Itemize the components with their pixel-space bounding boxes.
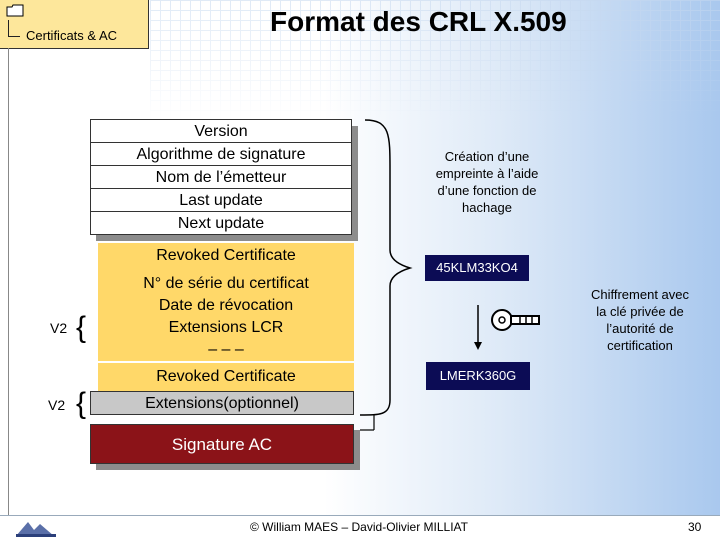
revoked-certificate-2: Revoked Certificate xyxy=(98,363,354,391)
revoked-serial: N° de série du certificat xyxy=(143,275,309,292)
section-corner: Certificats & AC xyxy=(0,0,149,49)
page-title: Format des CRL X.509 xyxy=(270,6,567,37)
v2-bracket-2: { xyxy=(76,387,87,420)
revoked-extensions: Extensions LCR xyxy=(168,319,284,336)
field-signature-algorithm: Algorithme de signature xyxy=(90,142,352,166)
page-number: 30 xyxy=(688,520,702,534)
revoked-more: – – – xyxy=(208,341,244,358)
cipher-value-box: LMERK360G xyxy=(426,362,530,390)
hash-description: Création d’une empreinte à l’aide d’une … xyxy=(435,149,539,215)
v2-bracket-1: { xyxy=(76,311,87,344)
cipher-description: Chiffrement avec la clé privée de l’auto… xyxy=(590,287,690,353)
field-version: Version xyxy=(90,119,352,143)
crl-extensions-box: Extensions(optionnel) xyxy=(90,391,354,415)
v2-label-1: V2 xyxy=(50,320,68,336)
flow-diagram xyxy=(359,119,482,431)
folder-icon xyxy=(6,4,24,17)
field-next-update: Next update xyxy=(90,211,352,235)
section-label: Certificats & AC xyxy=(26,28,118,43)
footer-author: © William MAES – David-Olivier MILLIAT xyxy=(250,520,468,534)
revoked-certificate-1-body: N° de série du certificat Date de révoca… xyxy=(98,269,354,361)
tree-line-vertical xyxy=(8,20,9,36)
key-icon xyxy=(491,309,540,331)
revoked-date: Date de révocation xyxy=(158,297,294,314)
field-issuer-name: Nom de l’émetteur xyxy=(90,165,352,189)
signature-ac-box: Signature AC xyxy=(90,424,354,464)
v2-label-2: V2 xyxy=(48,397,66,413)
tree-line-horizontal xyxy=(8,36,20,37)
hash-value-box: 45KLM33KO4 xyxy=(425,255,529,281)
sidebar-line xyxy=(8,48,9,518)
logo-icon xyxy=(16,522,56,537)
revoked-certificate-1: Revoked Certificate xyxy=(98,243,354,269)
header-grid-decoration xyxy=(150,0,720,120)
field-last-update: Last update xyxy=(90,188,352,212)
footer-bar xyxy=(0,515,720,541)
crl-fields-stack: Version Algorithme de signature Nom de l… xyxy=(90,119,352,235)
